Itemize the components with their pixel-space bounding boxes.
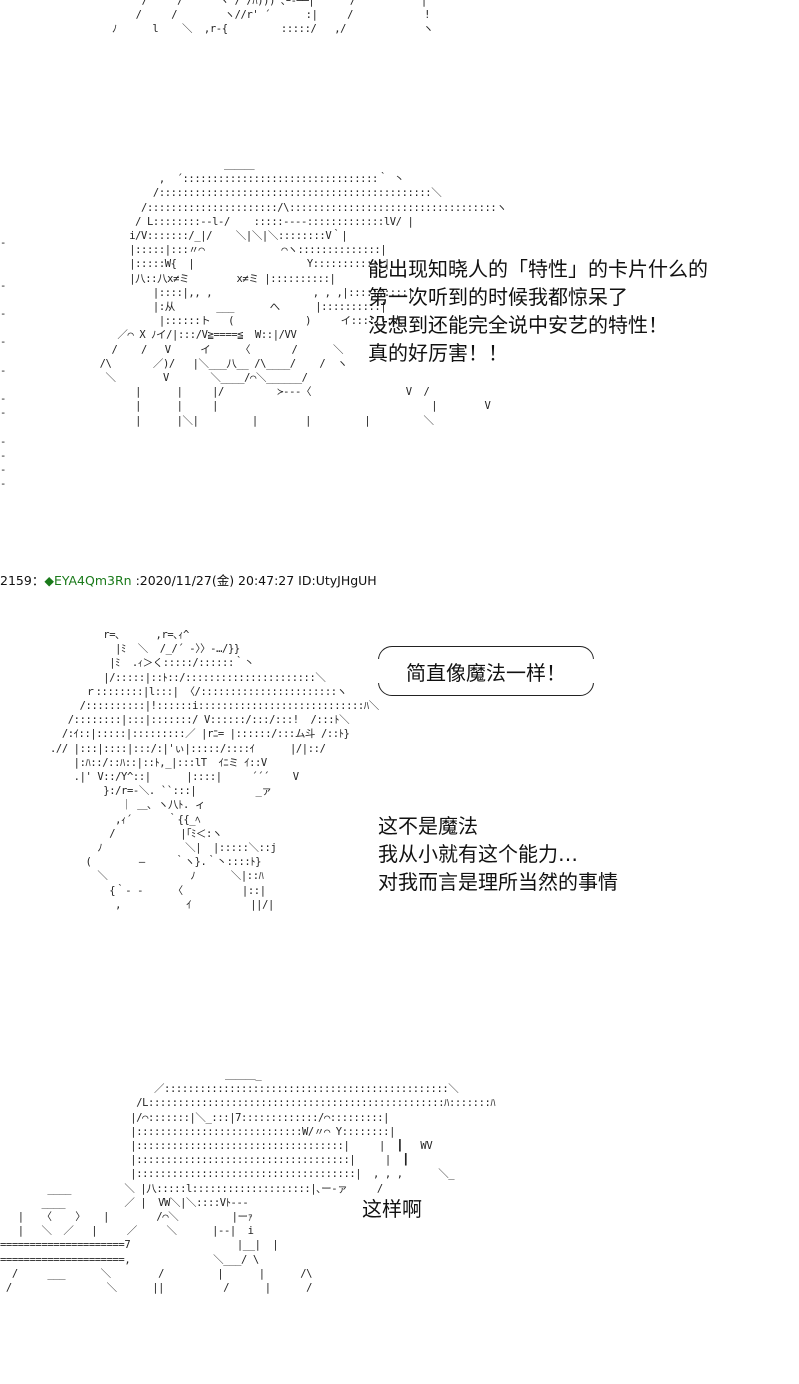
ascii-art-character-3: ＿＿＿_ ／::::::::::::::::::::::::::::::::::… [0,1069,496,1295]
ascii-art-top-fragment: / / ヽ /'/ﾊ))) ､ｰ‐──| / | / / ヽ//r' ´ :| … [112,0,434,36]
dialog-line: 没想到还能完全说中安艺的特性！ [368,313,668,337]
dialog-line: 真的好厉害！！ [368,341,508,365]
dialog-block-1: 能出现知晓人的「特性」的卡片什么的 第一次听到的时候我都惊呆了 没想到还能完全说… [368,255,708,367]
dialog-line: 我从小就有这个能力… [378,842,578,866]
left-edge-marks: - - - - - - - - - - - [0,237,7,491]
dialog-line: 对我而言是理所当然的事情 [378,870,618,894]
ascii-art-character-1: ＿＿＿ , ´:::::::::::::::::::::::::::::::::… [99,159,507,427]
post-header: 2159：◆EYA4Qm3Rn :2020/11/27(金) 20:47:27 … [0,570,377,589]
dialog-line: 第一次听到的时候我都惊呆了 [368,285,628,309]
dialog-block-3: 这样啊 [362,1195,422,1223]
post-tripcode[interactable]: ◆EYA4Qm3Rn [44,573,132,588]
post-number: 2159 [0,573,32,588]
speech-bubble: 简直像魔法一样！ [374,646,598,696]
speech-bubble-text: 简直像魔法一样！ [406,660,566,685]
dialog-line: 这不是魔法 [378,814,478,838]
ascii-art-character-2: r=､ ,r=､ｨ^ |ﾐ ＼ /_/´ -〉〉-…/}} |ﾐ .ｨ＞く:::… [50,629,379,911]
post-separator: ： [31,573,45,588]
dialog-block-2: 这不是魔法 我从小就有这个能力… 对我而言是理所当然的事情 [378,812,618,896]
post-datetime-id: :2020/11/27(金) 20:47:27 ID:UtyJHgUH [131,573,377,588]
dialog-line: 能出现知晓人的「特性」的卡片什么的 [368,257,708,281]
dialog-line: 这样啊 [362,1197,422,1221]
